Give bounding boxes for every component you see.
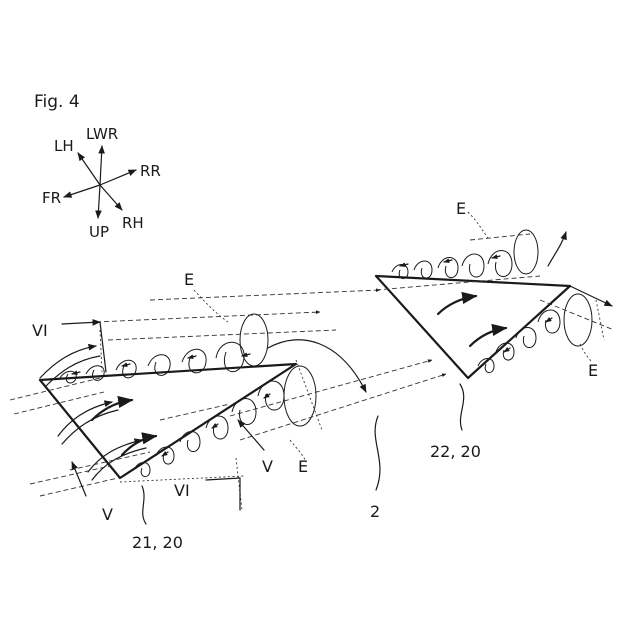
compass-fr-label: FR xyxy=(42,189,61,207)
section-line-vi-bottom: VI xyxy=(174,478,240,510)
compass-rh-label: RH xyxy=(122,214,144,232)
figure-label: Fig. 4 xyxy=(34,92,80,112)
label-e-right-bottom: E xyxy=(588,361,598,380)
section-line-v-left: V xyxy=(72,462,113,524)
left-wing-outline xyxy=(40,364,296,478)
compass-lh-label: LH xyxy=(54,137,74,155)
compass-rr-label: RR xyxy=(140,162,161,180)
section-line-v-mid: V xyxy=(238,420,273,476)
label-ref-body: 2 xyxy=(370,502,380,521)
inflow-ribbon xyxy=(62,410,118,444)
section-vi-top-label: VI xyxy=(32,321,48,340)
section-v-mid-label: V xyxy=(262,457,273,476)
label-e-right-top: E xyxy=(456,199,466,218)
orientation-compass: LWR LH RR FR RH UP xyxy=(42,125,161,241)
section-vi-bottom-label: VI xyxy=(174,481,190,500)
right-wing-flow-arrow xyxy=(470,328,506,346)
compass-up-label: UP xyxy=(89,223,109,241)
section-v-left-label: V xyxy=(102,505,113,524)
right-labels: E E 22, 20 xyxy=(430,199,598,461)
body-reference: 2 xyxy=(370,416,380,521)
label-e-left: E xyxy=(184,270,194,289)
label-e-left-bottom: E xyxy=(298,457,308,476)
inflow-ribbon xyxy=(40,346,96,378)
label-ref-left: 21, 20 xyxy=(132,533,183,552)
left-labels: E E 21, 20 xyxy=(132,270,308,552)
left-upper-vortex xyxy=(60,314,366,392)
inflow-ribbon xyxy=(58,402,112,436)
left-wing-flow-arrow xyxy=(122,436,156,455)
label-ref-right: 22, 20 xyxy=(430,442,481,461)
inflow-ribbon xyxy=(46,356,100,386)
right-wing-flow-arrow xyxy=(438,296,476,314)
left-wing xyxy=(40,346,296,480)
compass-lwr-label: LWR xyxy=(86,125,118,143)
right-wing-outline xyxy=(376,276,570,378)
left-lower-vortex xyxy=(134,366,316,477)
